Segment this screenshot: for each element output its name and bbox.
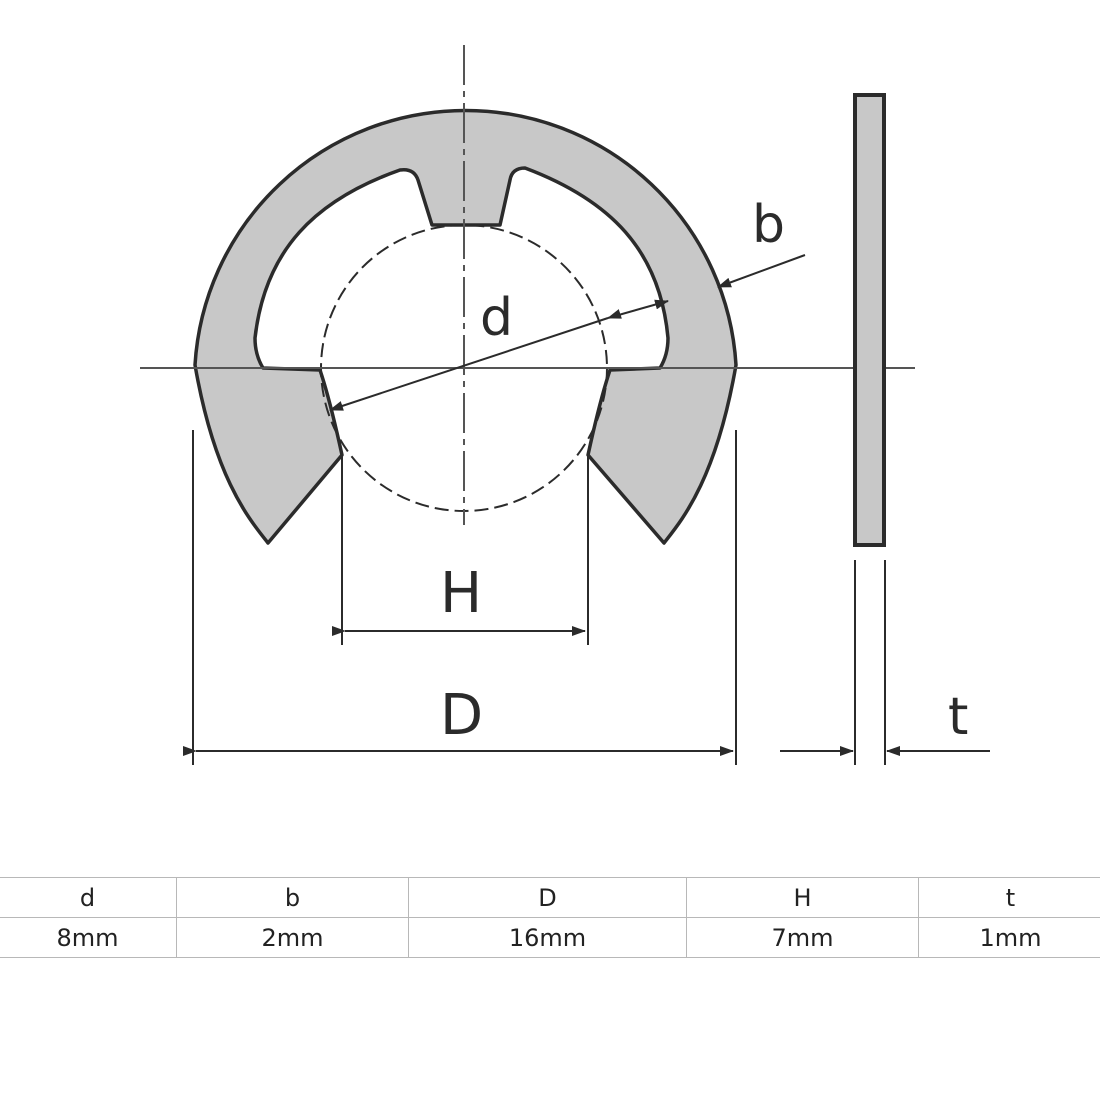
side-view-plate (853, 93, 886, 547)
spec-header-row: d b D H t (0, 877, 1100, 918)
d-label: d (480, 288, 513, 348)
t-label: t (948, 687, 968, 747)
h-label: H (440, 561, 482, 626)
e-clip-diagram: d b H D t (140, 45, 990, 765)
d-dimension-line (329, 309, 622, 411)
header-d: d (0, 877, 177, 918)
value-outer-d: 16mm (408, 917, 687, 958)
spec-table: d b D H t 8mm 2mm 16mm 7mm 1mm (0, 877, 1100, 958)
b-dimension-line-inner (607, 299, 669, 319)
d-outer-label: D (440, 683, 483, 748)
value-t: 1mm (918, 917, 1100, 958)
b-label: b (752, 195, 785, 255)
b-dimension-line (717, 254, 806, 288)
spec-value-row: 8mm 2mm 16mm 7mm 1mm (0, 917, 1100, 958)
value-h: 7mm (686, 917, 919, 958)
header-t: t (918, 877, 1100, 918)
value-d: 8mm (0, 917, 177, 958)
header-b: b (176, 877, 409, 918)
value-b: 2mm (176, 917, 409, 958)
header-outer-d: D (408, 877, 687, 918)
e-clip-ring (193, 108, 738, 545)
header-h: H (686, 877, 919, 918)
